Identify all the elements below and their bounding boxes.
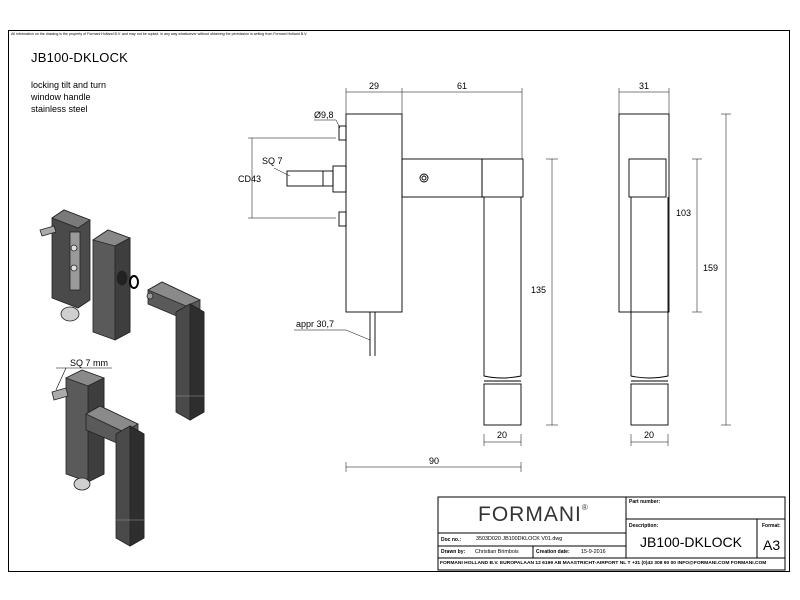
description-line-3: stainless steel [31, 104, 88, 114]
title-block-grid [437, 496, 786, 571]
disclaimer-text: All information on the drawing is the pr… [11, 32, 308, 36]
front-view [618, 113, 670, 426]
footer-address: FORMANI HOLLAND B.V. EUROPALAAN 12 6199 … [440, 561, 767, 566]
drawn-by-label: Drawn by: [441, 549, 466, 555]
doc-no-value: 3503D020 JB100DKLOCK V01.dwg [476, 536, 563, 542]
dim-29: 29 [369, 81, 379, 91]
dim-159: 159 [703, 263, 718, 273]
format-label: Format: [762, 523, 781, 529]
description-value: JB100-DKLOCK [640, 534, 742, 550]
description-line-2: window handle [31, 92, 91, 102]
brand-name: FORMANI [478, 503, 582, 526]
dim-135: 135 [531, 285, 546, 295]
drawn-by-value: Christian Brimbois [475, 549, 519, 555]
part-number-label: Part number: [629, 499, 661, 505]
dim-20-side: 20 [497, 430, 507, 440]
dim-31: 31 [639, 81, 649, 91]
key-icon [60, 306, 80, 322]
dim-20-front: 20 [644, 430, 654, 440]
o-ring [129, 275, 139, 289]
creation-date-value: 15-9-2016 [581, 549, 606, 555]
drawing-title: JB100-DKLOCK [31, 50, 129, 65]
dimension-lines [248, 88, 731, 472]
drawing-description: locking tilt and turn window handle stai… [31, 79, 106, 115]
description-line-1: locking tilt and turn [31, 80, 107, 90]
drawing-frame [8, 30, 790, 572]
format-value: A3 [763, 537, 781, 553]
key-icon-2 [73, 477, 91, 491]
brand-mark: ® [581, 503, 589, 512]
dim-appr: appr 30,7 [296, 319, 334, 329]
exploded-iso-view [39, 209, 205, 421]
doc-no-label: Doc no.: [441, 537, 461, 543]
dim-61: 61 [457, 81, 467, 91]
side-view [286, 113, 524, 426]
brand-logo: FORMANI® [478, 503, 589, 527]
dim-square: SQ 7 [262, 156, 283, 166]
iso-square-label: SQ 7 mm [70, 358, 108, 368]
dim-103: 103 [676, 208, 691, 218]
dim-90: 90 [429, 456, 439, 466]
description-label: Description: [629, 523, 659, 529]
dim-cd: CD43 [238, 174, 261, 184]
creation-date-label: Creation date: [536, 549, 570, 555]
assembled-iso-view [51, 367, 145, 547]
dim-diameter: Ø9,8 [314, 110, 334, 120]
